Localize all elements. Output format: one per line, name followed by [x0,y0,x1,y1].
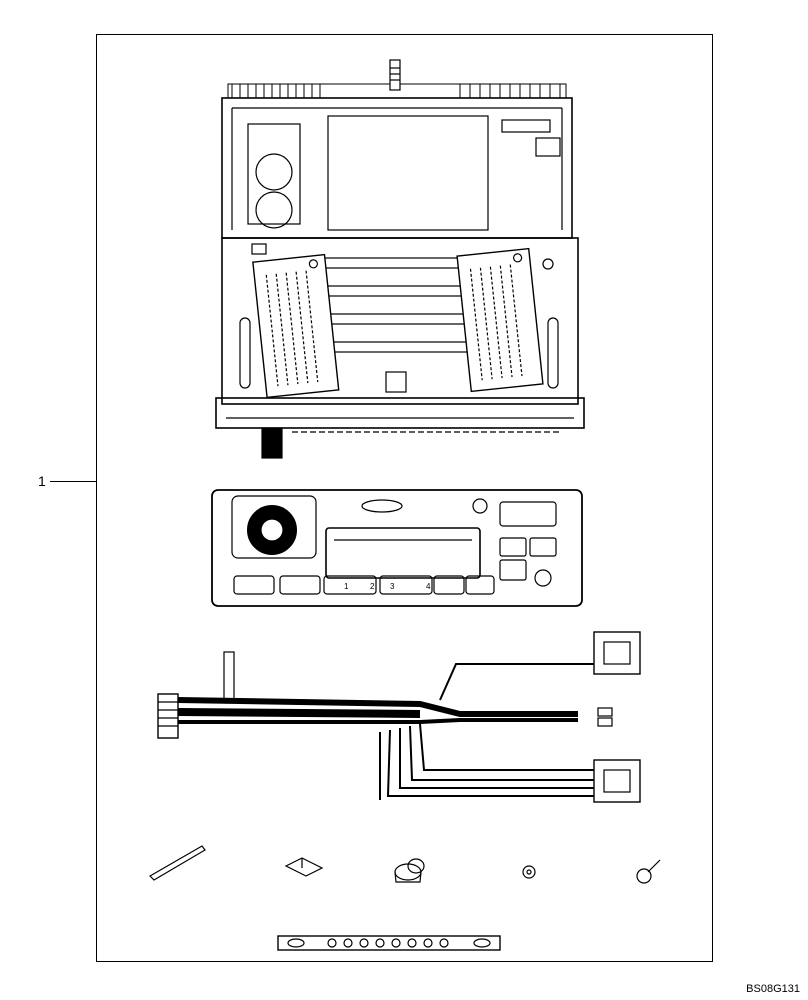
parts-frame [96,34,713,962]
radio-faceplate [211,489,583,607]
knob [394,858,425,883]
radio-chassis [215,59,585,459]
preset-button-3-label: 3 [390,582,395,591]
mounting-strip [277,935,501,951]
preset-button-4-label: 4 [426,582,431,591]
preset-button-1-label: 1 [344,582,349,591]
fuse [284,857,324,877]
nut [522,865,536,879]
callout-leader-line [50,481,96,482]
screw [636,859,661,884]
figure-code: BS08G131 [746,983,800,995]
cable-tie [149,845,206,881]
preset-button-2-label: 2 [370,582,375,591]
callout-number: 1 [38,473,46,489]
wiring-harness [157,631,641,803]
